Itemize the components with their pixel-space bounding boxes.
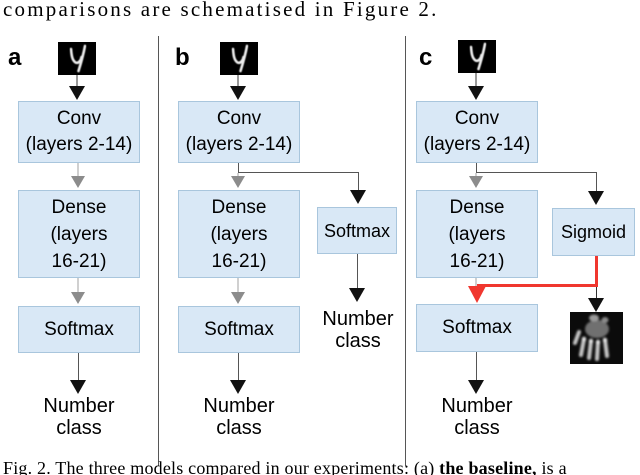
hand-xray-icon [570,312,623,364]
output-class-c: Number class [416,395,538,439]
dense-layers-label2: 16-21) [449,250,505,272]
arrow-line [237,173,239,178]
arrowhead-down-icon [230,86,246,100]
dense-layers-label: (layers [50,223,108,245]
dense-layers-label: (layers [448,223,506,245]
softmax-box-a: Softmax [18,306,140,353]
branch-output-class-b: Number class [308,308,408,352]
arrowhead-gray-icon [231,292,245,304]
conv-label: Conv [454,108,500,129]
arrowhead-down-icon [70,380,86,394]
arrowhead-down-icon [230,380,246,394]
arrowhead-down-icon [69,86,85,100]
split-line [476,163,477,173]
arrowhead-down-icon [588,298,604,312]
softmax-box-c: Softmax [416,304,538,352]
arrow-line [357,254,358,290]
output-line: class [56,417,102,439]
dense-layers-label2: 16-21) [51,250,107,272]
arrow-line [238,353,239,381]
softmax-label: Softmax [204,318,274,340]
split-line-horizontal [238,172,359,173]
mnist-digit-4-icon [58,42,96,75]
panel-b-label: b [175,44,190,71]
panel-divider-bc [405,36,406,466]
caption-bold-text: the baseline, [439,458,537,475]
caption-text: is a [536,458,567,475]
output-line: class [216,417,262,439]
softmax-label: Softmax [323,220,391,241]
panel-c-label: c [419,44,433,71]
softmax-box-b: Softmax [178,306,300,353]
output-line: Number [203,395,275,417]
dense-box-b: Dense (layers 16-21) [178,190,300,278]
output-line: class [335,330,381,352]
output-line: Number [322,308,394,330]
branch-softmax-box-b: Softmax [317,207,397,254]
panel-a-label: a [8,44,22,71]
conv-label: Conv [216,108,262,129]
dense-layers-label2: 16-21) [211,250,267,272]
split-line [238,163,239,173]
output-class-a: Number class [18,395,140,439]
branch-line [596,172,597,193]
arrow-line [475,278,477,286]
dense-label: Dense [211,196,267,218]
panel-divider-ab [158,36,159,466]
conv-layers-label: (layers 2-14) [185,134,293,155]
arrowhead-down-icon [349,288,365,302]
sigmoid-label: Sigmoid [560,222,627,242]
conv-box-a: Conv (layers 2-14) [18,101,140,163]
red-branch-line-horizontal [477,284,598,287]
conv-layers-label: (layers 2-14) [25,134,133,155]
arrow-line [77,163,79,178]
split-line-horizontal [476,172,597,173]
arrowhead-down-icon [588,191,604,205]
body-text-line: comparisons are schematised in Figure 2. [3,0,439,21]
conv-box-b: Conv (layers 2-14) [178,101,300,163]
arrowhead-gray-icon [71,176,85,188]
arrowhead-down-icon [468,380,484,394]
arrowhead-gray-icon [71,292,85,304]
dense-layers-label: (layers [210,223,268,245]
arrow-line [475,173,477,178]
arrowhead-down-icon [468,86,484,100]
dense-label: Dense [51,196,107,218]
red-arrowhead-down-icon [468,286,486,303]
dense-box-c: Dense (layers 16-21) [416,190,538,278]
softmax-label: Softmax [44,318,114,340]
red-branch-line-vertical [595,256,598,287]
output-line: class [454,417,500,439]
arrow-line [77,278,79,294]
mnist-digit-4-icon [458,40,496,73]
dense-box-a: Dense (layers 16-21) [18,190,140,278]
arrow-line [76,75,78,88]
arrow-line [475,73,477,88]
arrowhead-gray-icon [231,176,245,188]
arrowhead-down-icon [350,190,366,204]
arrow-line [78,353,79,381]
mnist-digit-4-icon [220,42,258,75]
conv-layers-label: (layers 2-14) [423,134,531,155]
conv-label: Conv [56,108,102,129]
arrow-line [237,75,239,88]
arrow-line [476,352,477,381]
softmax-label: Softmax [442,317,512,338]
output-class-b: Number class [178,395,300,439]
arrow-line [596,287,597,300]
branch-line [358,172,359,192]
conv-box-c: Conv (layers 2-14) [416,101,538,163]
output-line: Number [43,395,115,417]
figure-caption: Fig. 2. The three models compared in our… [3,458,567,475]
arrowhead-gray-icon [469,176,483,188]
output-line: Number [441,395,513,417]
caption-text: Fig. 2. The three models compared in our… [3,458,440,475]
sigmoid-box-c: Sigmoid [552,208,635,256]
arrow-line [237,278,239,294]
dense-label: Dense [449,196,505,218]
